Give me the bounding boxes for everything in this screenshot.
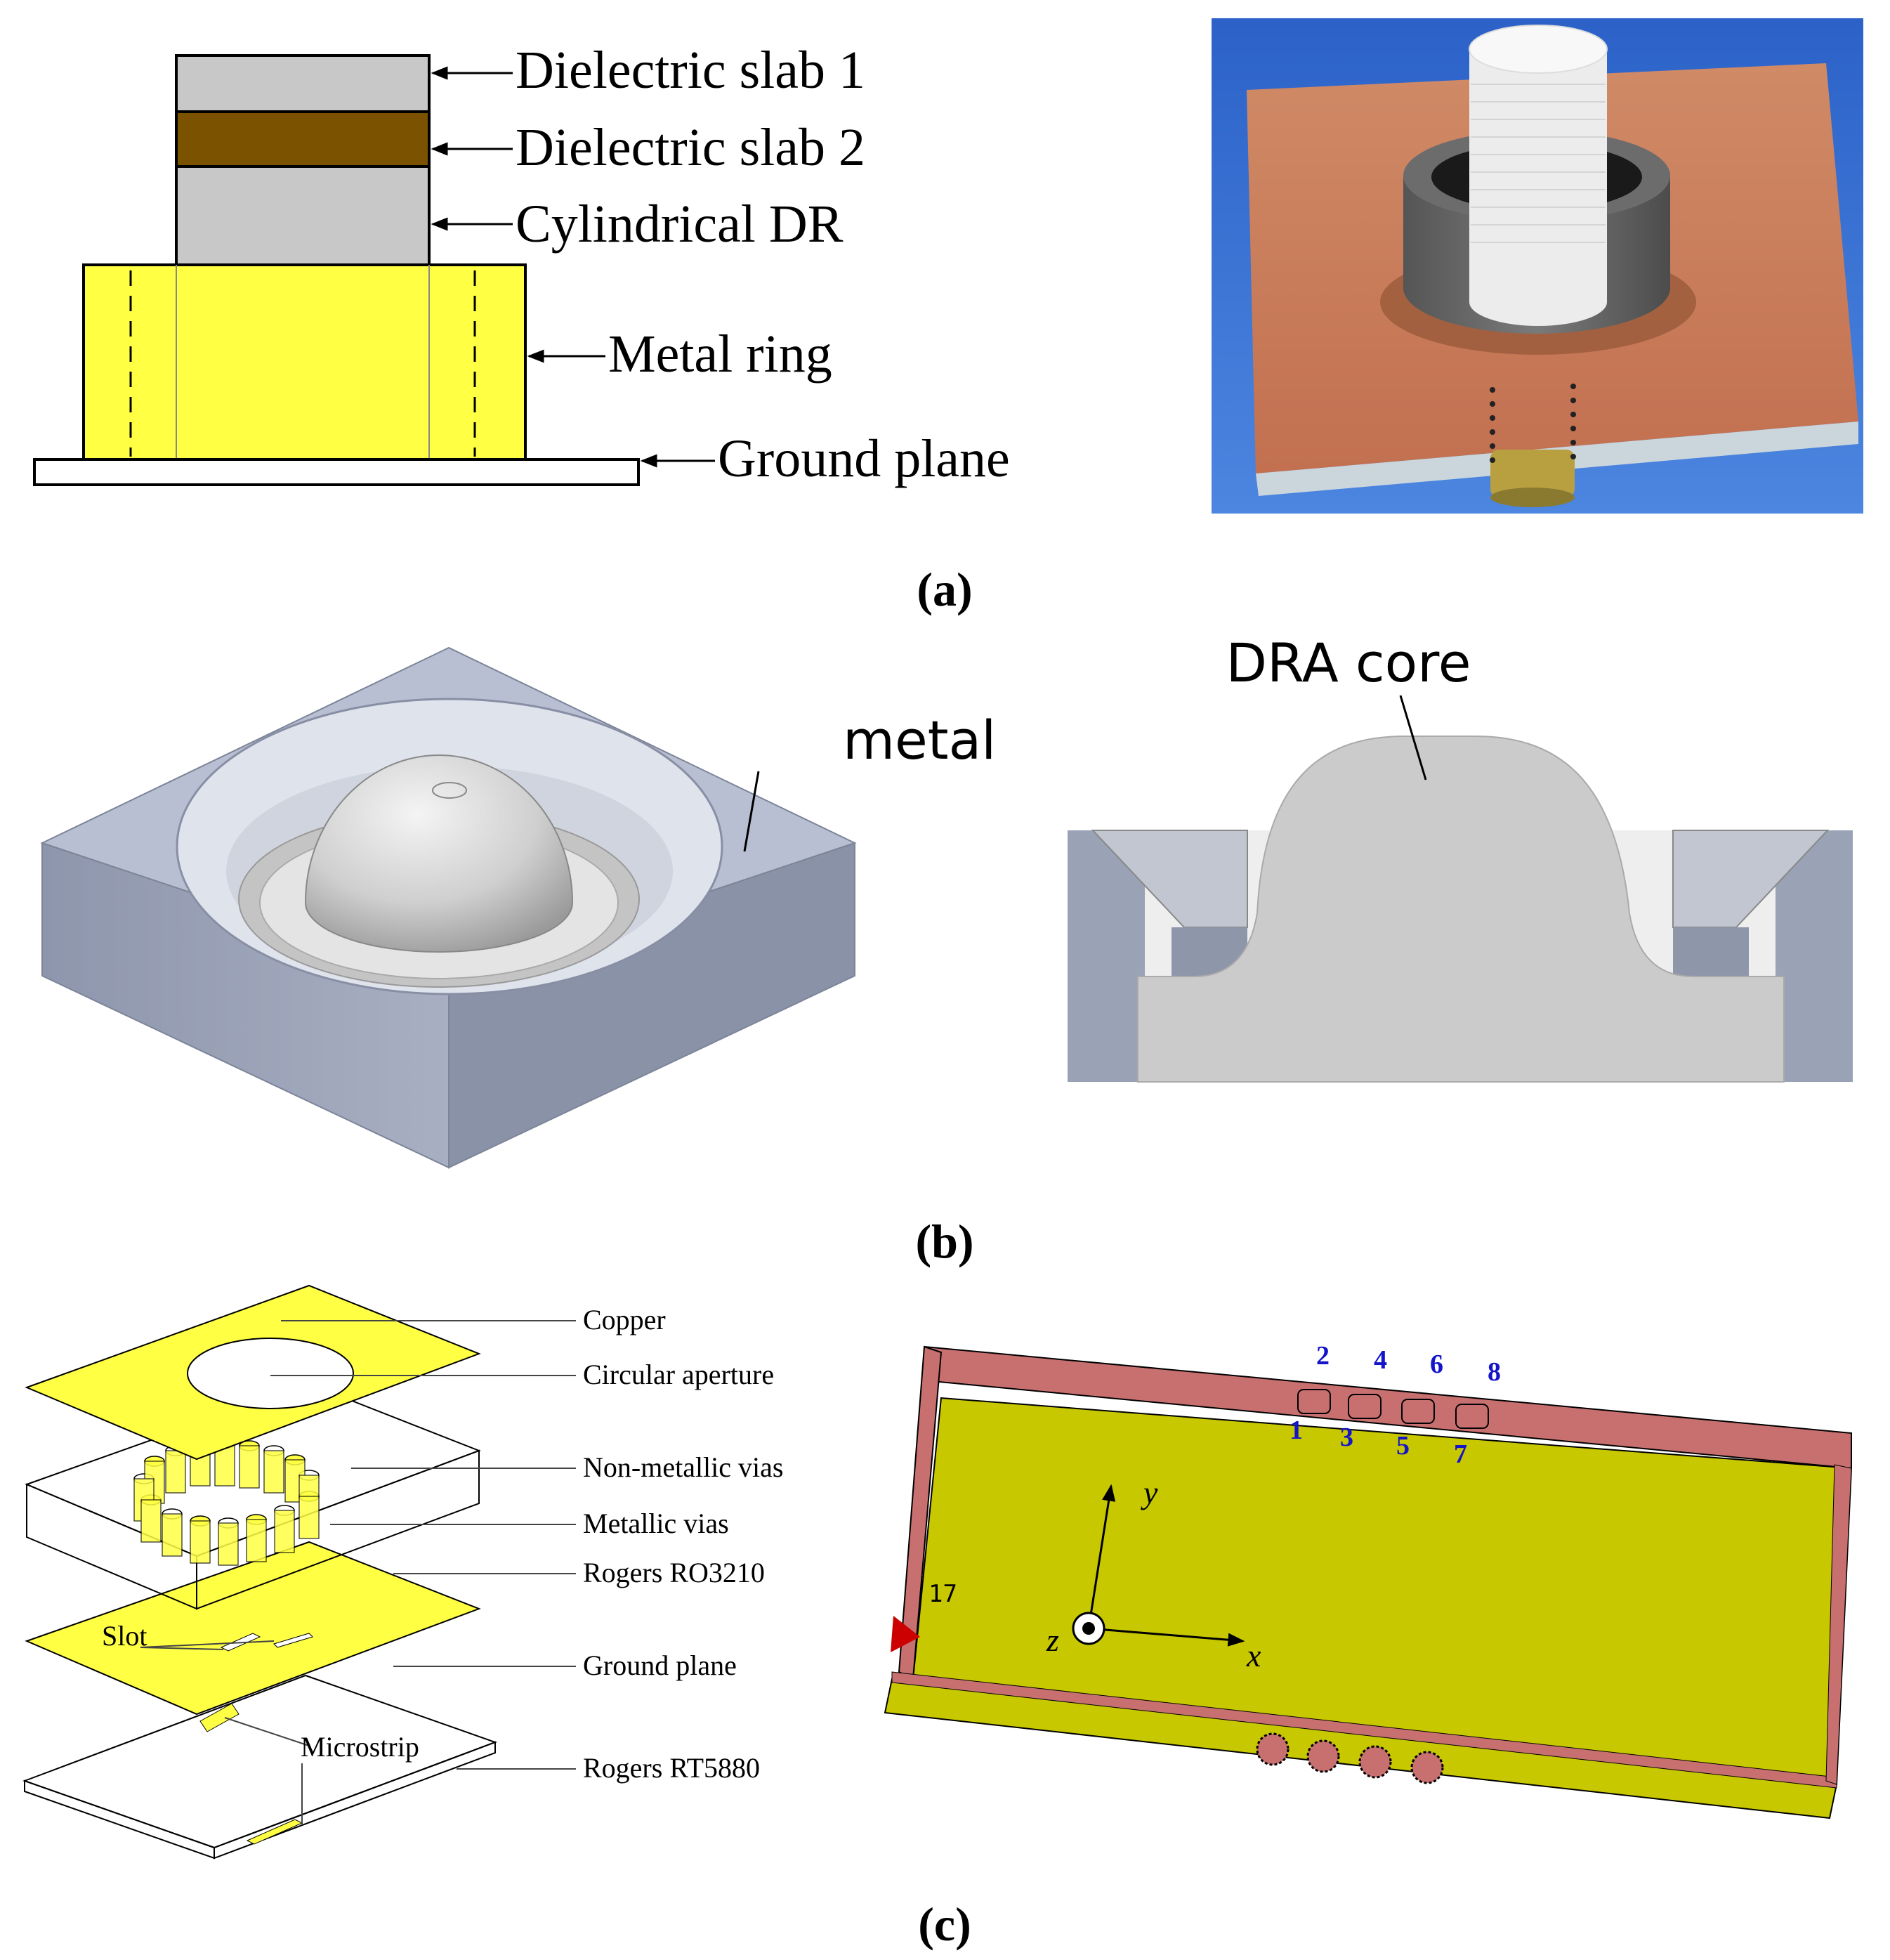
panel-b-cross-section: DRA core <box>1068 632 1853 1083</box>
via-ring <box>133 1438 320 1566</box>
port-4: 4 <box>1374 1345 1387 1375</box>
label-ground-plane-c: Ground plane <box>583 1649 737 1681</box>
dra-core <box>1137 736 1785 1083</box>
label-metallic-vias: Metallic vias <box>583 1508 729 1539</box>
panel-b-3d-model: metal <box>40 646 996 1169</box>
label-microstrip: Microstrip <box>301 1731 419 1763</box>
dielectric-slab-2 <box>175 110 431 168</box>
label-dielectric-slab-1: Dielectric slab 1 <box>516 41 865 100</box>
metal-leader <box>743 771 760 852</box>
label-dielectric-slab-2: Dielectric slab 2 <box>516 118 865 177</box>
label-circular-aperture: Circular aperture <box>583 1359 774 1390</box>
label-dra-core: DRA core <box>1226 632 1471 694</box>
axis-z: z <box>1046 1622 1059 1658</box>
label-cylindrical-dr: Cylindrical DR <box>516 195 844 254</box>
ground-plane-layer <box>25 1541 481 1716</box>
dielectric-slab-1 <box>175 54 431 113</box>
label-metal: metal <box>843 709 996 771</box>
panel-c-port-layout: y x z 17 1 2 3 4 5 6 7 8 <box>884 1341 1853 1819</box>
label-rogers-ro3210: Rogers RO3210 <box>583 1557 765 1588</box>
caption-b: (b) <box>915 1215 973 1268</box>
label-metal-ring: Metal ring <box>608 325 832 384</box>
label-rogers-rt5880: Rogers RT5880 <box>583 1752 760 1784</box>
axis-y: y <box>1141 1475 1158 1510</box>
label-copper: Copper <box>583 1304 666 1335</box>
caption-c: (c) <box>918 1897 971 1951</box>
cylindrical-dr <box>175 165 431 266</box>
port-8: 8 <box>1488 1357 1501 1387</box>
port-3: 3 <box>1340 1423 1353 1452</box>
panel-a-schematic: Dielectric slab 1 Dielectric slab 2 Cyli… <box>33 41 1010 488</box>
caption-a: (a) <box>917 563 972 616</box>
ground-plane <box>33 458 640 486</box>
axis-x: x <box>1246 1638 1261 1673</box>
port-2: 2 <box>1316 1341 1330 1371</box>
circular-aperture <box>187 1338 354 1409</box>
label-ground-plane: Ground plane <box>718 429 1010 488</box>
port-1: 1 <box>1289 1416 1303 1445</box>
port-17: 17 <box>928 1580 957 1608</box>
port-5: 5 <box>1396 1431 1410 1461</box>
port-6: 6 <box>1430 1350 1443 1379</box>
panel-c-exploded-view: Copper Circular aperture Non-metallic vi… <box>22 1284 783 1860</box>
port-7: 7 <box>1454 1439 1467 1469</box>
panel-a-photo <box>1212 18 1863 514</box>
metal-ring <box>82 263 527 461</box>
label-non-metallic-vias: Non-metallic vias <box>583 1451 783 1483</box>
label-slot: Slot <box>102 1620 147 1652</box>
